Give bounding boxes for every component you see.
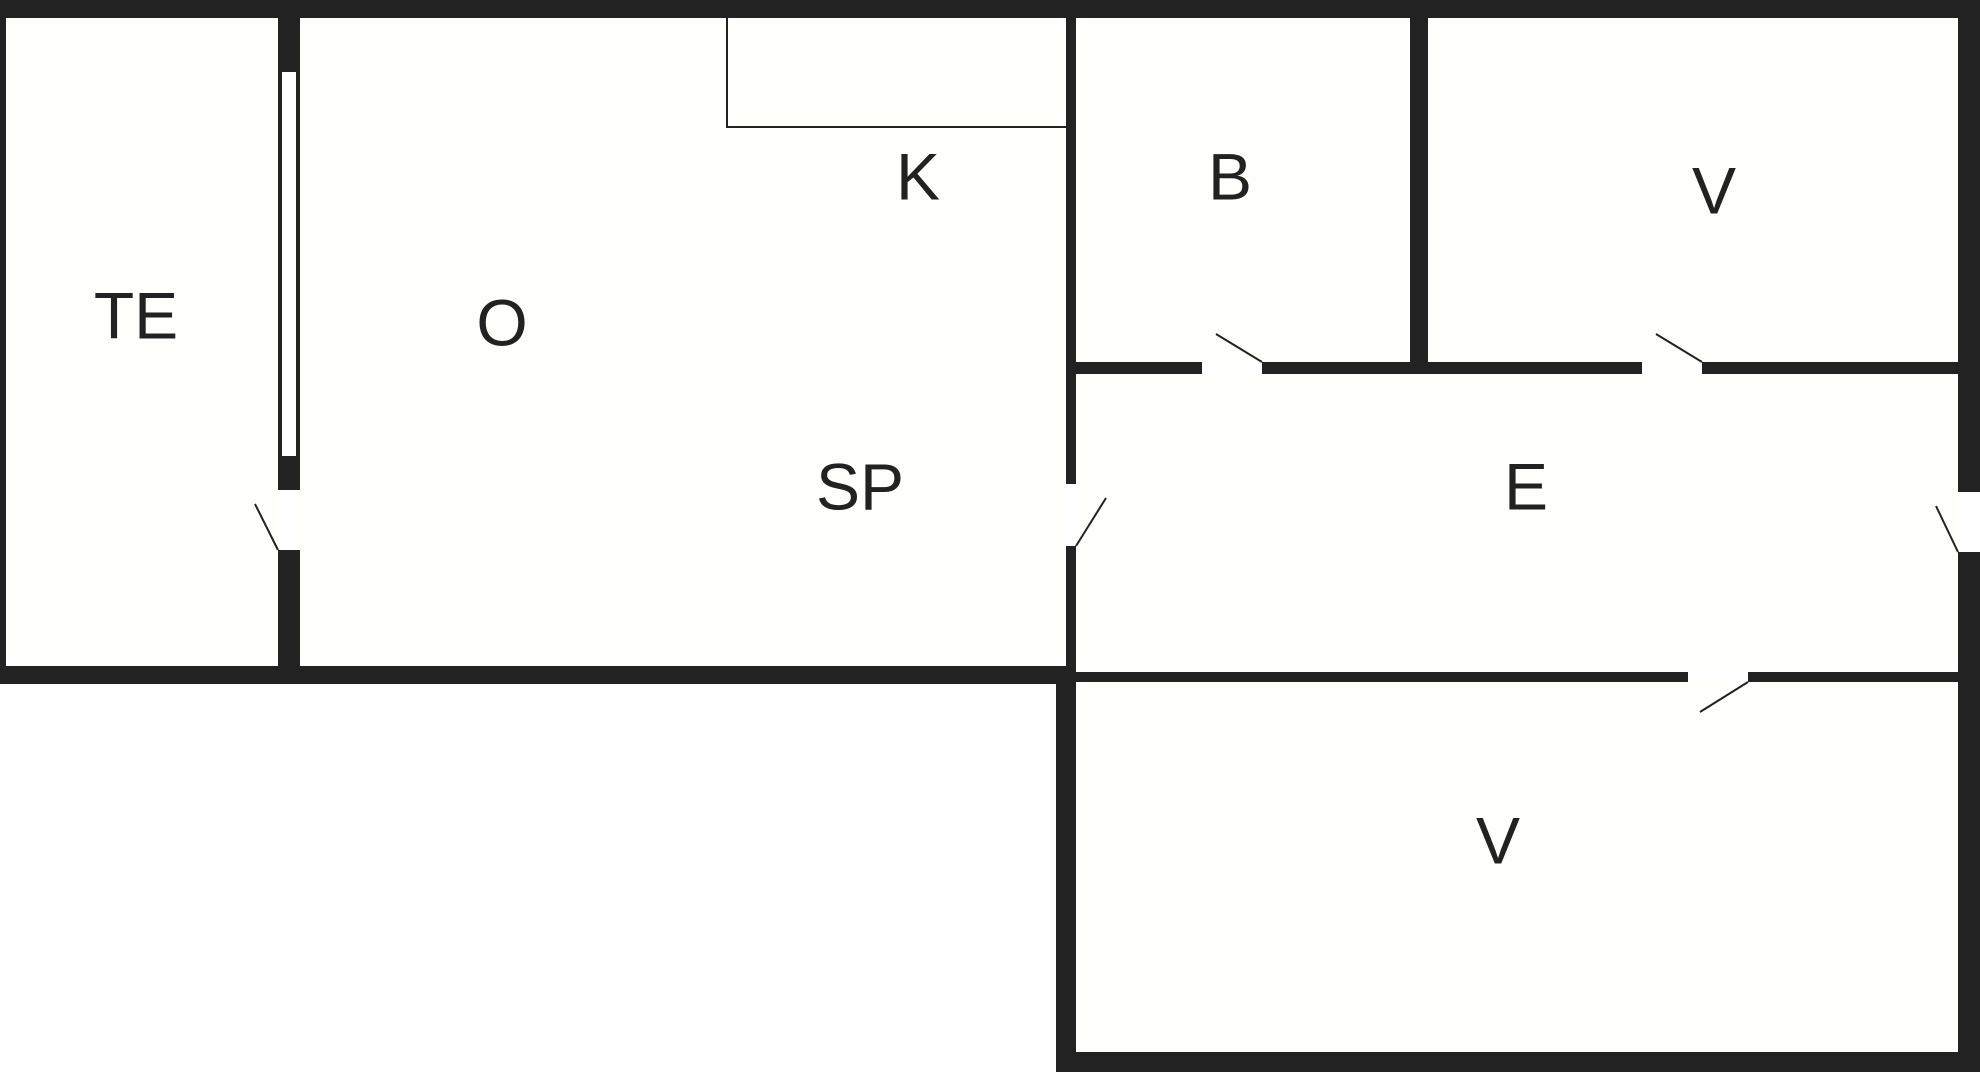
doors — [254, 333, 1959, 713]
door-te-swing — [254, 503, 279, 551]
room-label-k: K — [896, 139, 940, 213]
wall-te-mid — [278, 456, 300, 490]
wall-right-lower — [1958, 552, 1980, 1072]
wall-v-bottom-left — [1056, 666, 1076, 1072]
wall-te-upper — [278, 18, 300, 72]
door-entrance-swing — [1935, 505, 1959, 553]
room-e-floor — [1076, 374, 1958, 668]
room-label-b: B — [1208, 139, 1252, 213]
wall-top — [0, 0, 1980, 18]
room-label-e: E — [1504, 449, 1548, 523]
wall-ev-2 — [1748, 672, 1958, 682]
wall-be-1 — [1076, 362, 1202, 374]
wall-right-upper — [1958, 0, 1980, 492]
room-label-te: TE — [94, 278, 178, 352]
door-v-bottom-swing — [1699, 681, 1749, 713]
room-main-floor — [300, 18, 1060, 666]
wall-bottom-left — [0, 666, 1076, 684]
wall-ev-1 — [1076, 672, 1688, 682]
wall-left — [0, 0, 6, 684]
wall-te-lower — [278, 550, 300, 684]
room-labels: TE O K SP B V E V — [94, 139, 1736, 877]
wall-te-window-frame — [278, 72, 282, 456]
room-label-sp: SP — [816, 449, 904, 523]
wall-be-3 — [1702, 362, 1958, 374]
wall-be-2 — [1262, 362, 1642, 374]
kitchen-counter — [726, 18, 1066, 128]
door-e-swing — [1075, 497, 1107, 547]
door-b-swing — [1215, 333, 1263, 363]
room-label-o: O — [476, 285, 527, 359]
room-label-v-bottom: V — [1476, 803, 1520, 877]
door-v-top-swing — [1655, 333, 1703, 363]
wall-main-right-upper — [1066, 18, 1076, 484]
room-te-floor — [6, 18, 278, 666]
wall-bottom-right — [1056, 1052, 1980, 1072]
room-v-bottom-floor — [1076, 682, 1958, 1052]
room-v-top-floor — [1428, 18, 1958, 362]
room-label-v-top: V — [1692, 153, 1736, 227]
wall-main-right-lower — [1066, 546, 1076, 684]
wall-te-window-frame-right — [296, 72, 300, 456]
wall-b-v — [1410, 18, 1428, 374]
room-b-floor — [1076, 18, 1410, 362]
